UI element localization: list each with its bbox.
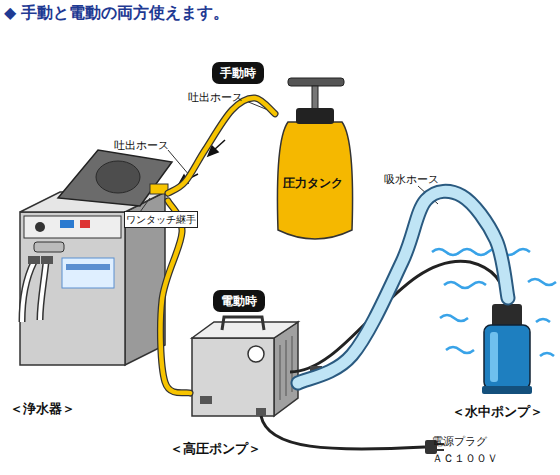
water-purifier-part <box>41 256 53 264</box>
water-waves-part <box>440 315 468 321</box>
submersible-pump-part <box>482 386 532 394</box>
high-pressure-pump-part <box>192 322 298 338</box>
high-pressure-pump-part <box>256 408 266 416</box>
water-waves-part <box>536 319 550 322</box>
water-waves-part <box>528 279 556 285</box>
discharge-hose <box>168 98 275 193</box>
page-title: ◆ 手動と電動の両方使えます。 <box>4 3 229 24</box>
leader-lines <box>168 101 438 204</box>
water-waves-part <box>540 353 554 356</box>
water-purifier-part <box>62 258 114 288</box>
water-purifier-part <box>80 220 90 228</box>
pressure-tank <box>277 78 352 239</box>
mode-label: 電動時 <box>221 293 257 310</box>
water-purifier-part <box>35 222 45 232</box>
hose-fill <box>298 191 508 383</box>
direction-arrows-part <box>214 140 225 150</box>
water-purifier-part <box>22 262 34 322</box>
hose-label: 吐出ホース <box>188 90 243 105</box>
water-purifier-part <box>40 262 46 320</box>
submersible-pump-part <box>490 332 498 382</box>
water-purifier-part <box>20 212 125 365</box>
high-pressure-pump-part <box>248 346 264 362</box>
high-pressure-pump-part <box>280 345 281 400</box>
water-purifier-part <box>66 264 110 270</box>
power-cords-part <box>261 416 425 449</box>
suction-hose <box>298 191 508 383</box>
hose-outline <box>160 201 190 393</box>
note-label: ＡＣ１００Ｖ <box>432 451 498 466</box>
high-pressure-pump-part <box>192 338 274 416</box>
high-pressure-pump: ＜高圧ポンプ＞ <box>190 318 298 418</box>
hose-label: 吸水ホース <box>384 172 439 187</box>
device-label: ＜水中ポンプ＞ <box>452 403 543 421</box>
water-purifier-part <box>58 150 172 206</box>
water-waves-part <box>446 347 474 353</box>
discharge-hose <box>160 201 190 393</box>
submersible-pump: ＜水中ポンプ＞ <box>478 298 538 396</box>
water-purifier-part <box>140 198 150 212</box>
water-purifier-part <box>34 242 64 252</box>
mode-label: 手動時 <box>220 65 256 82</box>
high-pressure-pump-part <box>222 317 264 330</box>
leader-lines-part <box>168 150 190 176</box>
water-purifier-part <box>22 262 34 322</box>
water-waves-part <box>444 282 486 288</box>
hose-fill <box>168 98 275 193</box>
device-label: 圧力タンク <box>283 175 343 192</box>
water-purifier-part <box>24 216 121 238</box>
power-plug-part <box>437 449 444 451</box>
submersible-pump-part <box>484 325 530 389</box>
tag-label: ワンタッチ継手 <box>126 213 196 227</box>
water-purifier-part <box>60 220 74 228</box>
part-tag: ワンタッチ継手 <box>124 211 198 228</box>
water-purifier <box>20 150 172 365</box>
mode-badge: 手動時 <box>212 62 264 84</box>
water-purifier: ＜浄水器＞ <box>18 178 168 368</box>
pressure-tank-part <box>277 122 352 239</box>
note-label: 電源プラグ <box>432 434 487 449</box>
submersible-pump <box>482 304 532 394</box>
mode-badge: 電動時 <box>213 290 265 312</box>
pressure-tank-part <box>296 108 334 124</box>
hose-outline <box>168 98 275 193</box>
device-label: ＜浄水器＞ <box>10 400 75 418</box>
high-pressure-pump-part <box>200 396 212 404</box>
hose-label: 吐出ホース <box>114 138 169 153</box>
pressure-tank: 圧力タンク <box>275 70 355 245</box>
water-purifier-part <box>28 256 40 264</box>
hose-outline <box>298 191 508 383</box>
water-purifier-part <box>40 262 46 320</box>
high-pressure-pump-part <box>286 340 287 396</box>
water-purifier-part <box>96 161 140 193</box>
device-label: ＜高圧ポンプ＞ <box>170 440 261 458</box>
water-waves-part <box>432 249 530 255</box>
high-pressure-pump <box>192 317 298 416</box>
pressure-tank-part <box>312 86 318 110</box>
hose-fill <box>160 201 190 393</box>
pressure-tank-part <box>288 78 344 86</box>
